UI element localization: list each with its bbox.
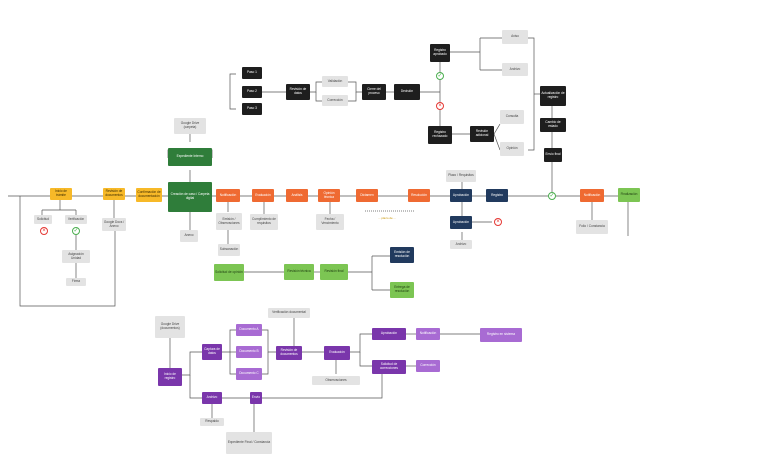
node-k12[interactable]: Archivo: [502, 63, 528, 76]
node-navy-note[interactable]: Archivo: [450, 240, 472, 249]
node-k17[interactable]: Cambio de estado: [540, 118, 566, 132]
node-p10[interactable]: Registro en sistema: [480, 328, 522, 342]
check-icon-3: ✓: [436, 72, 444, 80]
node-lg3[interactable]: Revisión final: [320, 264, 348, 280]
node-p14[interactable]: Envío: [250, 392, 262, 404]
node-k14[interactable]: Consulta: [500, 110, 524, 124]
node-y2-note[interactable]: Google Docs / Anexo: [102, 218, 126, 231]
node-o2-note[interactable]: Cumplimiento de requisitos: [250, 214, 278, 230]
node-o5[interactable]: Dictamen: [356, 189, 378, 202]
node-k4[interactable]: Revisión de datos: [286, 84, 310, 100]
node-p1[interactable]: Inicio de registro: [158, 368, 182, 386]
reject-icon: ×: [40, 227, 48, 235]
node-p8[interactable]: Aprobación: [372, 328, 406, 340]
node-k8[interactable]: Decisión: [394, 84, 420, 100]
node-left-d[interactable]: Firma: [66, 278, 86, 286]
node-start[interactable]: Inicio de trámite: [50, 188, 72, 200]
node-pending-note[interactable]: Plazo / Requisitos: [446, 170, 476, 182]
node-o4-note[interactable]: Fecha / Vencimiento: [316, 214, 344, 230]
node-p7[interactable]: Evaluación: [324, 346, 350, 360]
node-green-note[interactable]: Anexo: [180, 230, 198, 242]
node-p9[interactable]: Notificación: [416, 328, 440, 340]
node-k13[interactable]: Revisión adicional: [470, 126, 494, 142]
node-o2[interactable]: Evaluación: [252, 189, 274, 202]
node-final[interactable]: Finalización: [618, 188, 640, 202]
node-p-top-note[interactable]: Verificación documental: [268, 308, 310, 318]
node-navy2[interactable]: Aprobación: [450, 216, 472, 229]
node-k2[interactable]: Paso 2: [242, 86, 262, 98]
node-green-top[interactable]: Expediente Interno: [168, 148, 212, 166]
node-y3[interactable]: Confirmación de documentación: [136, 188, 162, 202]
node-k10[interactable]: Registro rechazado: [428, 126, 452, 144]
node-o7-note[interactable]: Folio / Constancia: [576, 220, 608, 234]
node-green-main[interactable]: Creación de caso / Carpeta digital: [168, 182, 212, 212]
node-lg4[interactable]: Entrega de resolución: [390, 282, 414, 298]
node-left-b[interactable]: Verificación: [65, 215, 87, 224]
node-lg2[interactable]: Revisión técnica: [284, 264, 314, 280]
node-p5[interactable]: Documento C: [236, 368, 262, 380]
node-left-c[interactable]: Asignación Unidad: [62, 250, 90, 263]
node-p11[interactable]: Solicitud de correcciones: [372, 360, 406, 374]
node-o6[interactable]: Resolución: [408, 189, 430, 202]
node-o7[interactable]: Notificación: [580, 189, 604, 202]
node-k18[interactable]: Envío final: [544, 148, 562, 162]
node-k1[interactable]: Paso 1: [242, 67, 262, 79]
check-icon: ✓: [72, 227, 80, 235]
node-p2[interactable]: Captura de datos: [202, 344, 222, 360]
node-p3[interactable]: Documento A: [236, 324, 262, 336]
node-k6[interactable]: Corrección: [322, 95, 348, 106]
node-p4[interactable]: Documento B: [236, 346, 262, 358]
node-k7[interactable]: Cierre del proceso: [362, 84, 386, 100]
node-y2[interactable]: Revisión de documentos: [103, 188, 125, 200]
node-p13[interactable]: Archivo: [202, 392, 222, 404]
node-k11[interactable]: Aviso: [502, 30, 528, 44]
node-p14-note[interactable]: Expediente Final / Constancia: [226, 432, 272, 454]
node-p13-note[interactable]: Respaldo: [200, 418, 224, 426]
node-o1-note[interactable]: Emisión / Observaciones: [216, 213, 242, 230]
node-k15[interactable]: Opinión: [500, 142, 524, 156]
node-navy4[interactable]: Emisión de resolución: [390, 247, 414, 263]
node-p12[interactable]: Corrección: [416, 360, 440, 372]
node-green-top-note[interactable]: Google Drive (carpeta): [174, 118, 206, 134]
node-o1[interactable]: Notificación: [216, 189, 240, 202]
node-k9[interactable]: Registro aprobado: [430, 44, 450, 62]
node-o4[interactable]: Opinión técnica: [318, 189, 340, 202]
node-o3[interactable]: Análisis: [286, 189, 308, 202]
node-k3[interactable]: Paso 3: [242, 103, 262, 115]
node-p-note[interactable]: Google Drive (documentos): [155, 316, 185, 338]
node-k5[interactable]: Validación: [322, 76, 348, 87]
node-left-a[interactable]: Solicitud: [34, 215, 52, 224]
node-p7-note[interactable]: Observaciones: [312, 376, 360, 385]
reject-icon-2: ×: [494, 218, 502, 226]
check-icon-2: ✓: [548, 192, 556, 200]
node-navy1[interactable]: Aprobación: [450, 189, 472, 202]
node-lg1[interactable]: Solicitud de opinión: [214, 264, 244, 281]
node-o1-note2[interactable]: Subsanación: [218, 244, 240, 256]
reject-icon-3: ×: [436, 102, 444, 110]
node-k16[interactable]: Actualización de registro: [540, 86, 566, 106]
node-navy3[interactable]: Registro: [486, 189, 508, 202]
dashed-range-label: ... plazo de ...: [377, 216, 396, 220]
node-p6[interactable]: Revisión de documentos: [276, 346, 302, 360]
